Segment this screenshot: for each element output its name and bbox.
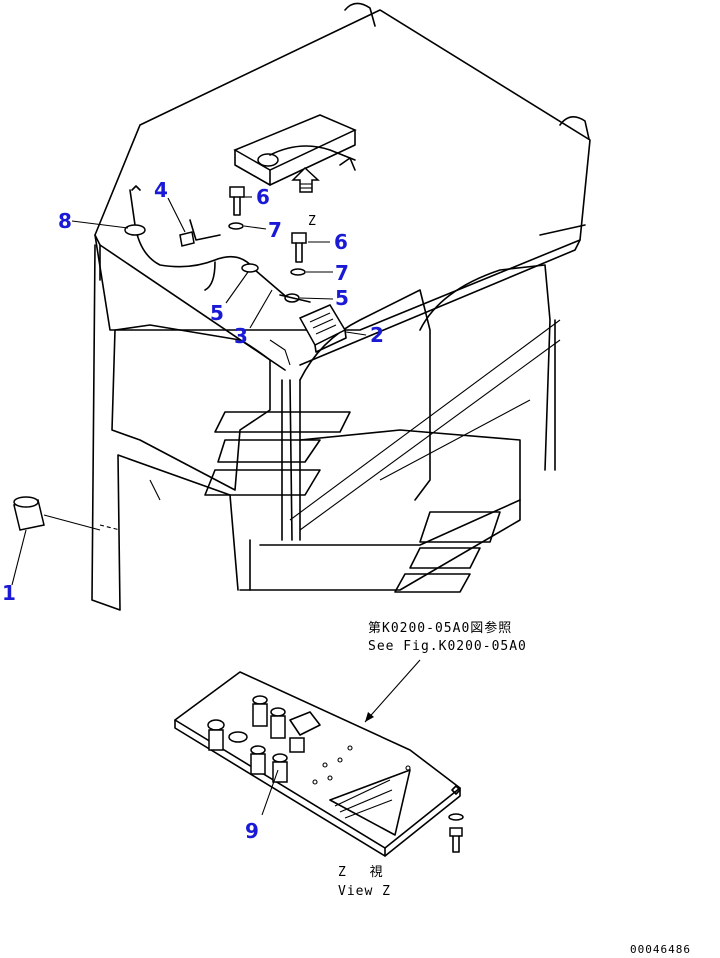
reference-arrow-icon (365, 712, 374, 722)
part-3-wiring-harness (129, 185, 291, 301)
part-6-bolt-a (229, 186, 245, 216)
callout-6b: 6 (334, 230, 348, 254)
direction-arrow-icon (291, 166, 320, 193)
part-4-clamp (179, 219, 221, 247)
callout-4: 4 (154, 178, 168, 202)
part-5-clip-b (279, 293, 311, 303)
callout-3: 3 (234, 324, 248, 348)
part-1-plug (11, 496, 121, 586)
callout-7a: 7 (268, 218, 282, 242)
leader-lines (71, 196, 367, 336)
callout-5b: 5 (335, 286, 349, 310)
reference-leader (364, 659, 421, 723)
drawing-number: 00046486 (630, 943, 691, 956)
reference-note-jp: 第K0200-05A0図参照 (368, 620, 512, 636)
part-2-lamp (269, 304, 347, 366)
view-caption-jp: Z 視 (338, 865, 384, 880)
part-5-clip-a (241, 263, 259, 273)
part-7-washer-b (290, 268, 306, 276)
screw-and-washer (448, 785, 464, 853)
callout-5a: 5 (210, 301, 224, 325)
callout-7b: 7 (335, 261, 349, 285)
part-7-washer-a (228, 222, 244, 230)
view-z-panel (174, 671, 461, 857)
part-6-bolt-b (291, 232, 307, 263)
reference-note-en: See Fig.K0200-05A0 (368, 639, 527, 654)
view-z-marker: Z (308, 214, 317, 229)
callout-9: 9 (245, 819, 259, 843)
switch-cluster (207, 695, 321, 783)
view-caption-en: View Z (338, 884, 391, 899)
callout-2: 2 (370, 323, 384, 347)
callout-8: 8 (58, 209, 72, 233)
callout-6a: 6 (256, 185, 270, 209)
callout-1: 1 (2, 581, 16, 605)
roof-bracket-assembly (233, 114, 357, 186)
part-8-grommet (124, 224, 146, 236)
